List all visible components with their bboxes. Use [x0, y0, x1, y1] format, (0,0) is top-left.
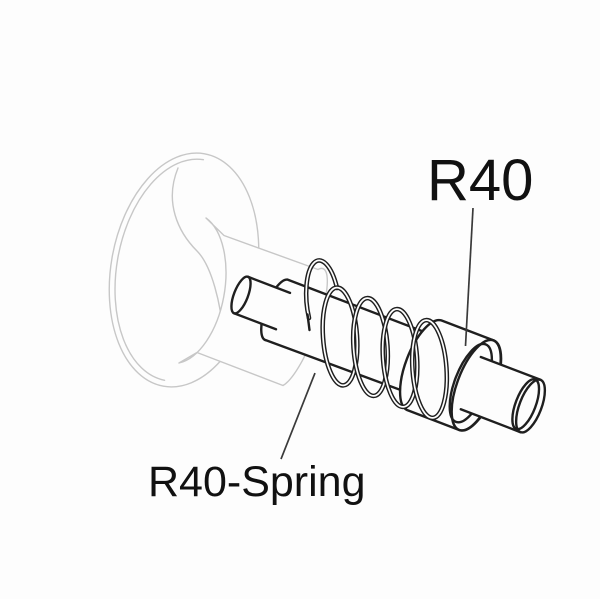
label-r40: R40 — [427, 148, 533, 213]
leader-line-r40 — [464, 207, 474, 347]
knob-rim-edge — [114, 158, 205, 381]
knob — [108, 152, 329, 388]
leader-line-spring — [280, 372, 316, 460]
pin-outline — [459, 355, 542, 434]
spring-wire-end — [306, 313, 311, 332]
spring-tail-core — [305, 259, 338, 319]
shaft-outline — [232, 275, 292, 331]
spring-coil-core — [411, 319, 448, 419]
pin-end-chamfer — [511, 378, 541, 431]
spring-coil-core — [352, 297, 389, 397]
spring — [303, 258, 450, 421]
knob-crown-edge — [171, 167, 224, 335]
label-r40-spring: R40-Spring — [148, 458, 366, 506]
spring-coil-core — [321, 286, 359, 387]
body-cylinder — [398, 318, 547, 434]
spring-coil-core — [381, 308, 419, 408]
